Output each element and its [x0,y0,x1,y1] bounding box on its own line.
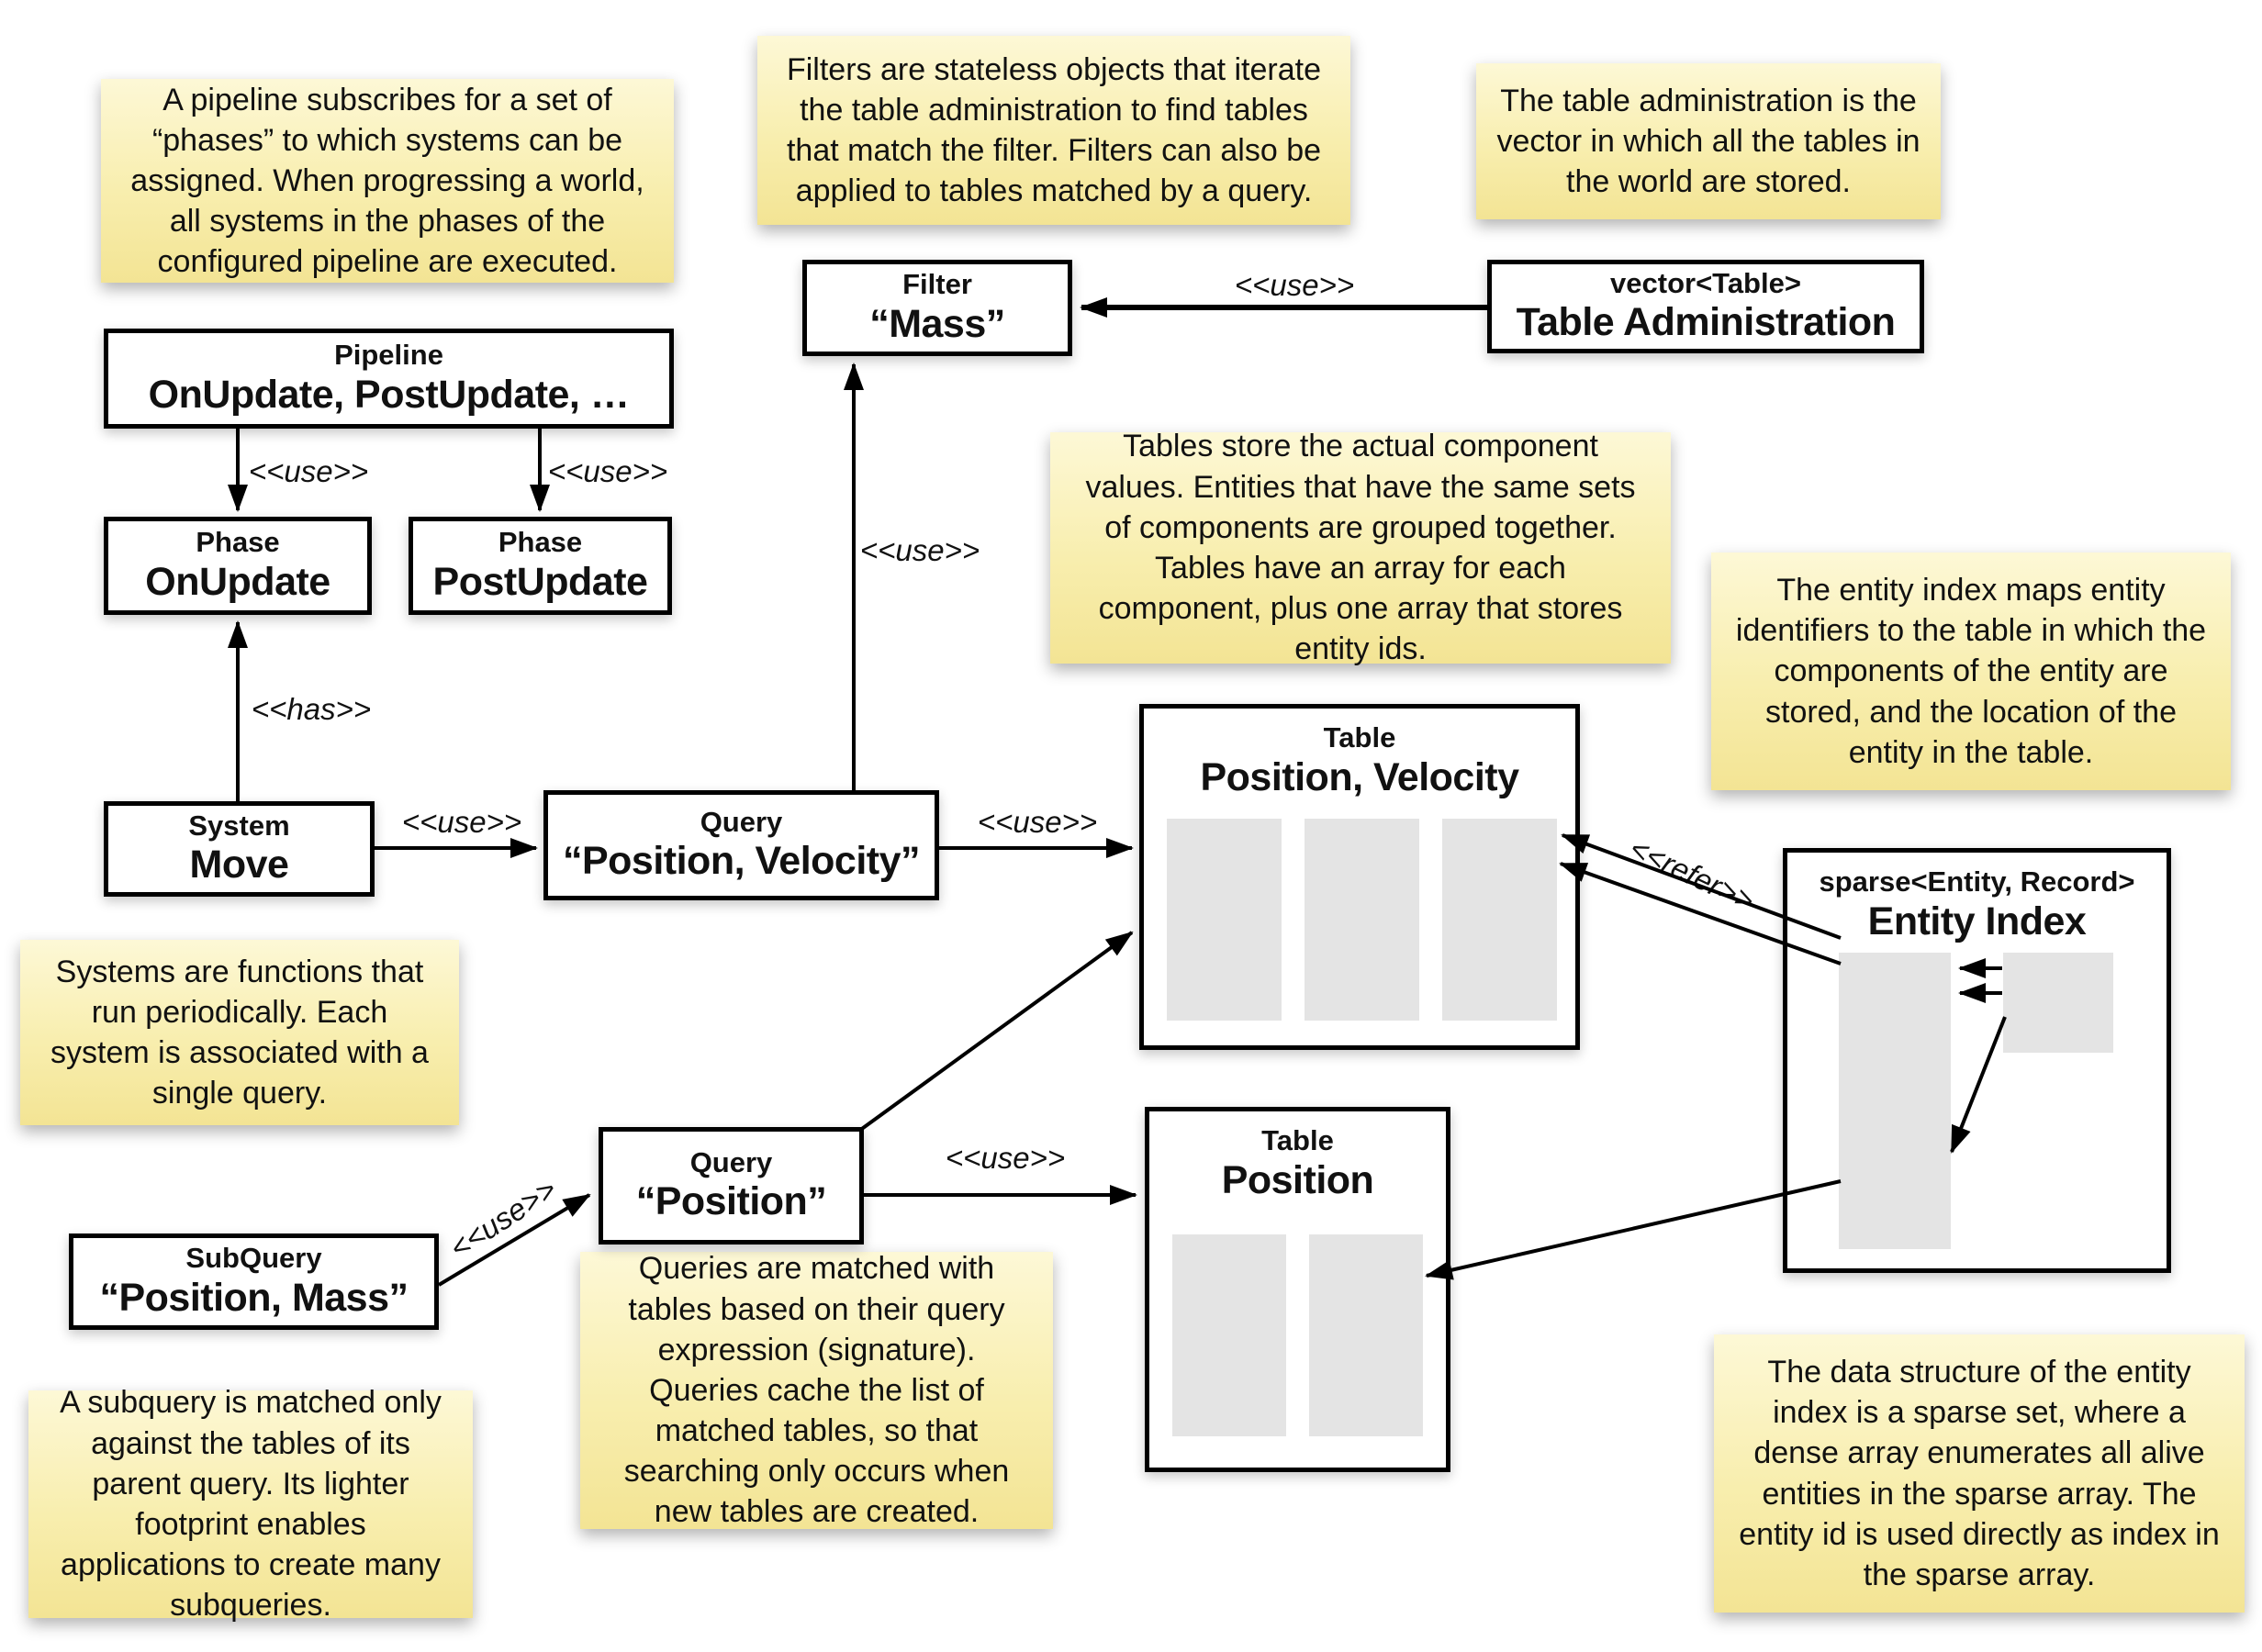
uml-box-table-position-velocity: Table Position, Velocity [1139,704,1580,1050]
box-name: Entity Index [1867,899,2087,943]
component-array-column [1167,819,1282,1021]
edge-label-use: <<use>> [401,805,522,839]
edge-label-has: <<has>> [251,692,372,726]
box-name: “Position” [635,1179,827,1224]
component-array-column [1172,1234,1286,1436]
arrow-querypos-to-tableposvel [857,931,1134,1133]
note-text: Filters are stateless objects that itera… [786,51,1322,209]
box-name: Position [1221,1157,1374,1202]
uml-box-query-position-velocity: Query “Position, Velocity” [543,790,939,900]
edge-label-use: <<use>> [945,1141,1066,1175]
edge-label-use: <<use>> [977,805,1098,839]
box-name: “Mass” [869,301,1005,346]
note-sparse-set: The data structure of the entity index i… [1714,1334,2245,1613]
sparse-array-column [1839,953,1951,1249]
arrow-entityindex-to-tablepos [1425,1179,1842,1280]
box-stereotype: System [188,809,290,842]
box-stereotype: Query [700,805,783,838]
box-name: Move [189,843,289,887]
edge-label-refer: <<refer>> [1624,831,1760,918]
box-name: Table Administration [1516,300,1896,345]
component-array-column [1442,819,1557,1021]
box-stereotype: vector<Table> [1610,266,1801,299]
box-stereotype: sparse<Entity, Record> [1819,865,2135,898]
box-stereotype: SubQuery [185,1242,322,1275]
component-array-column [1305,819,1419,1021]
note-text: Queries are matched with tables based on… [623,1251,1010,1530]
box-name: Position, Velocity [1200,754,1519,799]
uml-box-phase-postupdate: Phase PostUpdate [409,517,672,615]
uml-box-query-position: Query “Position” [599,1127,864,1245]
box-stereotype: Table [1323,721,1396,753]
component-array-column [1309,1234,1423,1436]
uml-box-table-position: Table Position [1145,1107,1450,1472]
box-stereotype: Filter [902,268,972,301]
note-subquery: A subquery is matched only against the t… [28,1385,473,1623]
note-filters: Filters are stateless objects that itera… [757,36,1350,225]
box-stereotype: Phase [498,526,583,559]
box-name: OnUpdate, PostUpdate, … [148,372,630,417]
note-text: The data structure of the entity index i… [1739,1354,2220,1592]
note-text: A subquery is matched only against the t… [60,1385,442,1624]
uml-box-entity-index: sparse<Entity, Record> Entity Index [1783,848,2171,1273]
uml-box-pipeline: Pipeline OnUpdate, PostUpdate, … [104,329,674,429]
uml-box-filter-mass: Filter “Mass” [802,260,1072,356]
box-stereotype: Query [689,1145,773,1178]
edge-label-use: <<use>> [248,454,369,488]
uml-box-system-move: System Move [104,801,375,897]
note-tables: Tables store the actual component values… [1050,429,1671,666]
note-text: The table administration is the vector i… [1496,83,1920,200]
note-entity-index: The entity index maps entity identifiers… [1711,553,2231,790]
note-systems: Systems are functions that run periodica… [20,940,459,1125]
box-name: PostUpdate [432,559,648,604]
box-name: “Position, Mass” [99,1275,409,1320]
edge-label-use: <<use>> [547,454,668,488]
box-stereotype: Phase [196,526,280,559]
uml-box-table-administration: vector<Table> Table Administration [1487,260,1924,353]
edge-label-use: <<use>> [859,533,980,567]
edge-label-use: <<use>> [443,1171,563,1266]
dense-array-block [2003,953,2113,1053]
note-pipeline: A pipeline subscribes for a set of “phas… [101,79,674,283]
uml-box-phase-onupdate: Phase OnUpdate [104,517,372,615]
note-text: The entity index maps entity identifiers… [1735,573,2207,770]
uml-box-subquery: SubQuery “Position, Mass” [69,1233,439,1330]
note-queries: Queries are matched with tables based on… [580,1251,1053,1529]
note-text: Systems are functions that run periodica… [50,954,429,1111]
note-text: Tables store the actual component values… [1085,429,1636,667]
box-name: “Position, Velocity” [562,839,921,884]
note-table-administration: The table administration is the vector i… [1476,63,1941,219]
box-name: OnUpdate [145,559,330,604]
edge-label-use: <<use>> [1234,268,1355,302]
box-stereotype: Table [1261,1124,1334,1156]
note-text: A pipeline subscribes for a set of “phas… [130,82,644,280]
box-stereotype: Pipeline [334,339,443,372]
